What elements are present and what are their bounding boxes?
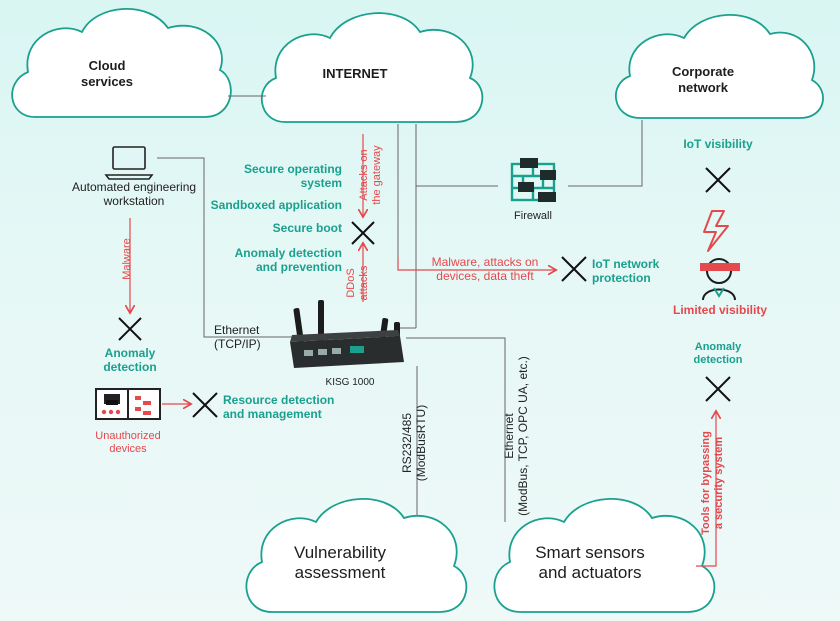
resource-detection-label: Resource detection and management (223, 393, 335, 422)
unauthorized-devices-label: Unauthorized devices (95, 430, 161, 456)
malware-attacks-label: Malware, attacks on devices, data theft (431, 255, 539, 284)
rs232-label: RS232/485 (ModBusRTU) (400, 404, 428, 482)
unauthorized-devices-icon (95, 388, 161, 420)
secure-os-label: Secure operating system (243, 162, 342, 191)
malware-left-label: Malware (121, 238, 133, 280)
workstation-x (118, 317, 142, 341)
vulnerability-assessment-label: Vulnerability assessment (294, 543, 386, 583)
anomaly-prevention-label: Anomaly detection and prevention (234, 246, 342, 275)
internet-cloud-shape (260, 12, 484, 123)
sandboxed-label: Sandboxed application (210, 198, 342, 212)
smart-sensors-label: Smart sensors and actuators (535, 543, 645, 583)
internet-label: INTERNET (322, 66, 388, 81)
iot-protection-label: IoT network protection (592, 257, 660, 286)
workstation-label: Automated engineering workstation (71, 180, 197, 209)
secure-boot-label: Secure boot (272, 221, 342, 235)
vulnerability-cloud-shape (245, 498, 468, 613)
ethernet-modbus-label: Ethernet (ModBus, TCP, OPC UA, etc.) (502, 356, 530, 516)
cloud-services-shape (11, 8, 232, 118)
firewall-label: Firewall (514, 210, 552, 222)
router-icon (290, 300, 404, 368)
iot-visibility-x (705, 167, 731, 193)
ethernet-tcpip-label: Ethernet (TCP/IP) (214, 323, 261, 352)
cloud-services-label: Cloud services (80, 58, 134, 89)
corporate-network-label: Corporate network (671, 64, 735, 95)
iot-protection-x (561, 256, 587, 282)
anomaly-right-x (705, 376, 731, 402)
ddos-label: DDoS attacks (345, 265, 370, 301)
blindfold-person-icon (700, 258, 740, 301)
attacks-gateway-label: Attacks on the gateway (358, 145, 383, 205)
anomaly-detection-right-label: Anomaly detection (693, 341, 743, 367)
bypass-tools-label: Tools for bypassing a security system (700, 431, 725, 535)
anomaly-detection-left-label: Anomaly detection (103, 346, 157, 375)
gateway-label: KISG 1000 (325, 377, 375, 388)
corporate-cloud-shape (615, 14, 824, 119)
lightning-icon (703, 210, 729, 252)
laptop-icon (104, 146, 154, 180)
iot-visibility-label: IoT visibility (683, 137, 753, 151)
secure-boot-x (351, 221, 375, 245)
limited-visibility-label: Limited visibility (672, 303, 768, 317)
smart-sensors-cloud-shape (493, 498, 716, 613)
resource-x (192, 392, 218, 418)
